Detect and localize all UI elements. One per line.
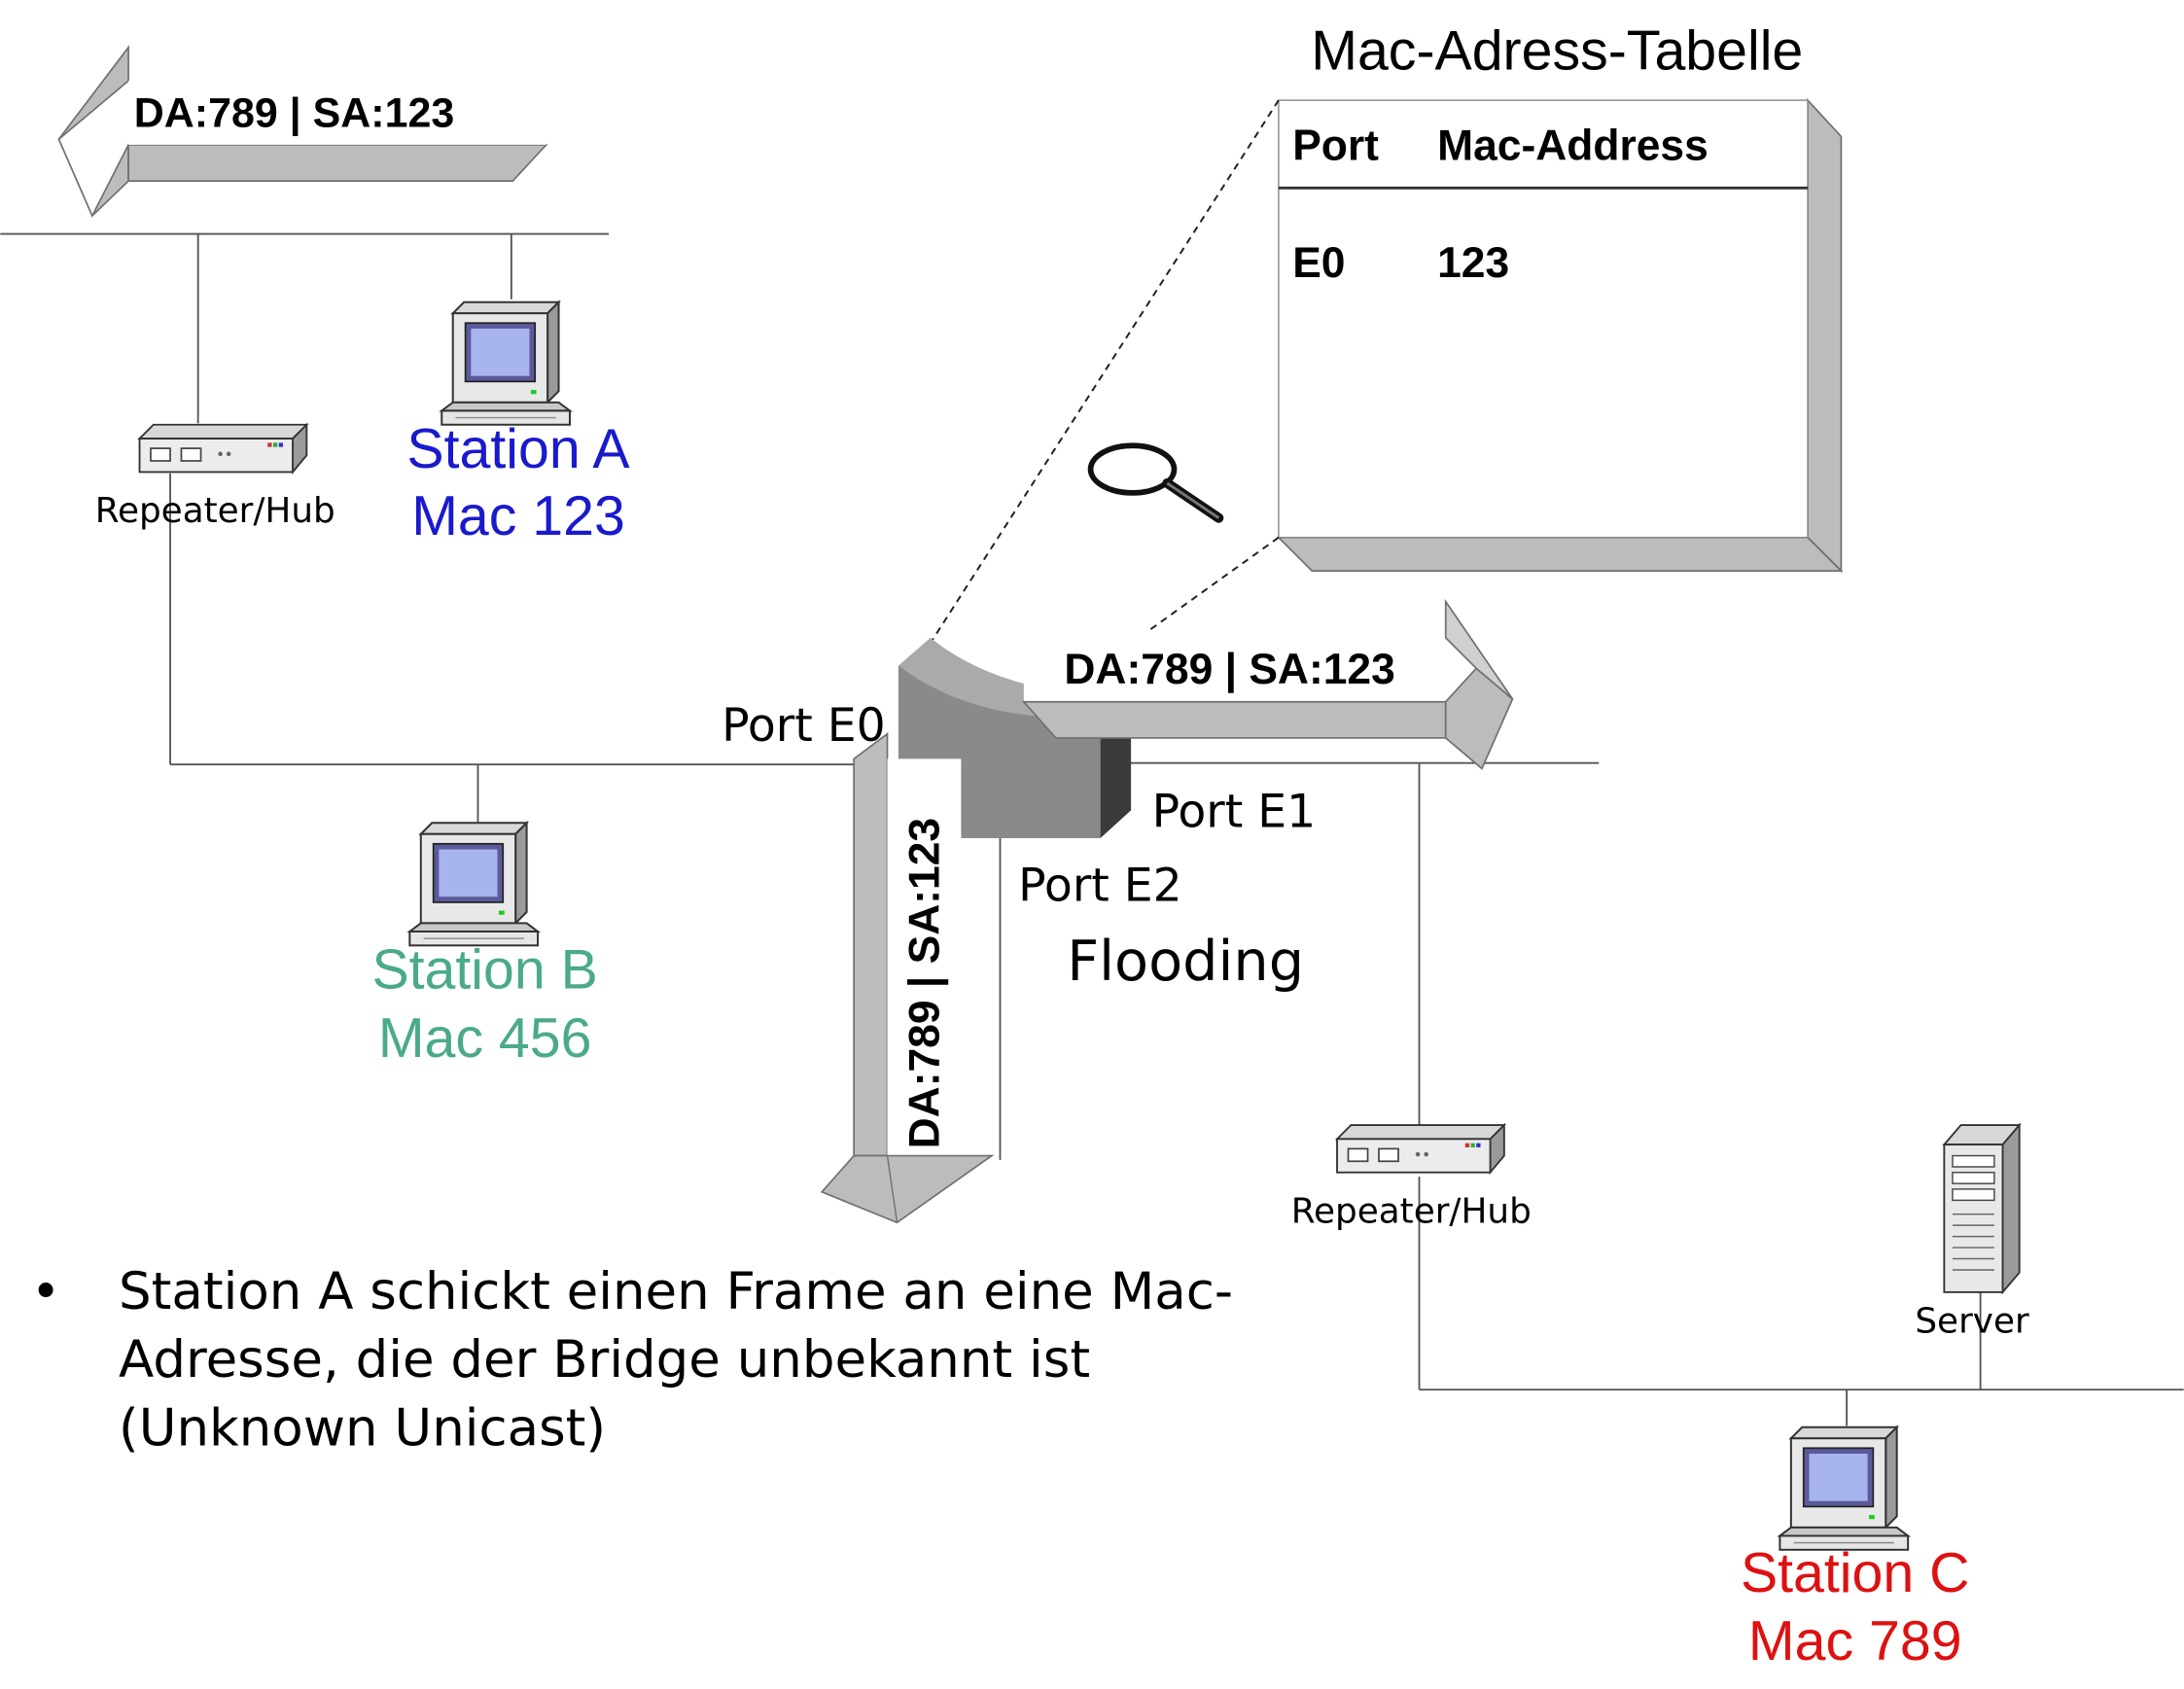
network-cables [0, 232, 2184, 1426]
frame-arrow-left: DA:789 | SA:123 [57, 45, 548, 218]
port-e1-label: Port E1 [1152, 786, 1317, 839]
mac-table-header-address: Mac-Address [1437, 123, 1708, 170]
mac-table-title: Mac-Adress-Tabelle [1311, 20, 1803, 83]
mac-table: Port Mac-Address E0 123 [1276, 97, 1844, 574]
station-c-name: Station C [1741, 1542, 1970, 1604]
station-a-mac: Mac 123 [411, 485, 625, 547]
port-e2-label: Port E2 [1018, 859, 1182, 912]
hub-icon [1336, 1124, 1505, 1174]
computer-icon [1779, 1425, 1910, 1551]
flooding-label: Flooding [1067, 929, 1304, 994]
server-icon [1942, 1122, 2022, 1295]
server-label: Server [1915, 1301, 2029, 1341]
callout-lines [924, 99, 1280, 652]
frame-arrow-down: DA:789 | SA:123 [820, 731, 995, 1224]
computer-icon [440, 300, 572, 426]
frame-label-right: DA:789 | SA:123 [1064, 646, 1394, 694]
mac-table-header-port: Port [1292, 123, 1379, 170]
frame-label-down: DA:789 | SA:123 [900, 818, 949, 1148]
hub-label-right: Repeater/Hub [1291, 1191, 1532, 1231]
station-c-mac: Mac 789 [1748, 1610, 1962, 1672]
station-b-name: Station B [371, 939, 597, 1002]
hub-icon [138, 423, 308, 474]
bullet-line-2: Adresse, die der Bridge unbekannt ist [119, 1330, 1090, 1390]
mac-table-cell-address: 123 [1437, 239, 1509, 287]
frame-arrow-right: DA:789 | SA:123 [1021, 598, 1514, 770]
port-e0-label: Port E0 [722, 699, 886, 753]
bullet-line-3: (Unknown Unicast) [119, 1398, 606, 1458]
frame-label-top: DA:789 | SA:123 [134, 89, 454, 136]
bullet-marker: • [31, 1263, 60, 1321]
bullet-line-1: Station A schickt einen Frame an eine Ma… [119, 1262, 1233, 1321]
hub-label-left: Repeater/Hub [95, 491, 335, 531]
station-a-name: Station A [406, 418, 630, 480]
mac-table-cell-port: E0 [1292, 239, 1345, 287]
magnifier-icon [1087, 442, 1224, 523]
computer-icon [408, 822, 540, 947]
station-b-mac: Mac 456 [378, 1007, 592, 1070]
